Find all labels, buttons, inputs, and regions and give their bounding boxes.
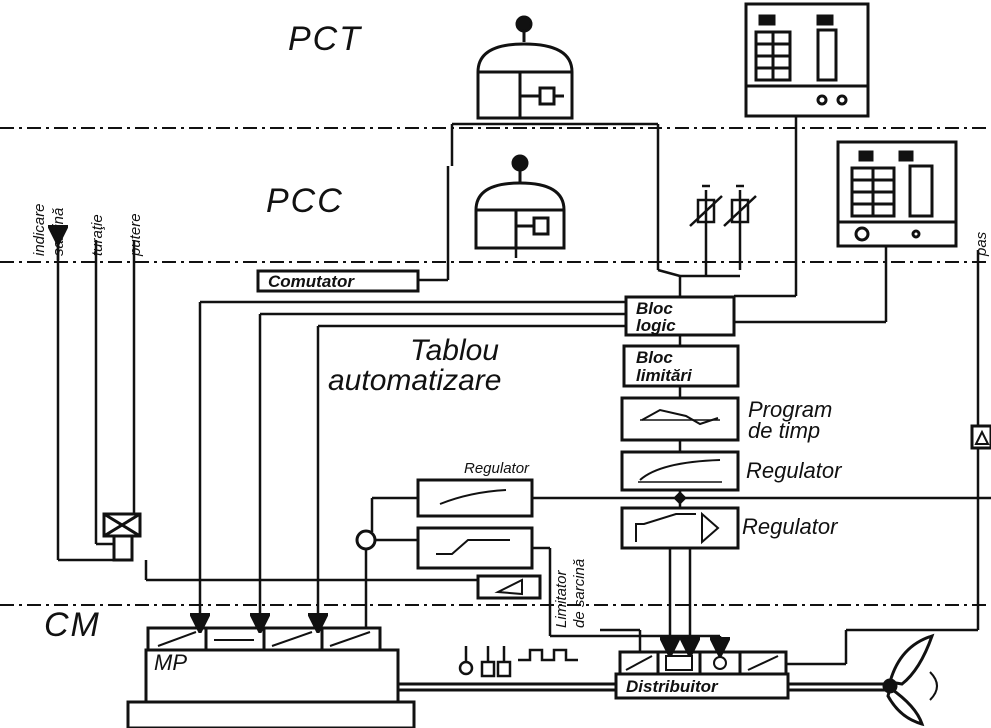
regulator-upper-label: Regulator — [464, 460, 530, 477]
label-putere: putere — [127, 213, 144, 257]
panel-title-line2: automatizare — [328, 364, 501, 397]
pas-indicator-icon — [974, 429, 990, 445]
program-label-line2: de timp — [748, 418, 820, 443]
signal-lines — [58, 116, 991, 692]
panel-title-line1: Tablou — [410, 334, 499, 367]
label-indicare: indicare — [31, 203, 48, 256]
mp-label: MP — [154, 650, 187, 675]
bloc-limitari-line1: Bloc — [636, 348, 673, 367]
limitator-label-line2: de sarcină — [571, 559, 588, 628]
label-turatie: turaţie — [89, 214, 106, 256]
comutator-label: Comutator — [268, 272, 355, 291]
program-de-timp-box — [620, 396, 740, 442]
label-sarcina: sarcină — [50, 208, 67, 256]
zone-label-pct: PCT — [288, 20, 362, 58]
bloc-limitari-line2: limitări — [636, 366, 693, 385]
regulator-2-label: Regulator — [742, 514, 839, 539]
zone-separators — [0, 127, 991, 606]
limitator-box — [476, 574, 542, 600]
pct-control-lever — [476, 15, 574, 120]
zone-label-pcc: PCC — [266, 182, 344, 220]
sensor-group — [458, 646, 578, 678]
distribuitor-label: Distribuitor — [626, 677, 719, 696]
pas-indicator-box — [970, 424, 991, 450]
propeller — [882, 633, 938, 727]
limitator-label-line1: Limitator — [553, 569, 570, 628]
regulator-lower-box — [416, 526, 534, 570]
potentiometers — [689, 184, 757, 270]
zone-label-cm: CM — [44, 606, 101, 644]
regulator-1-label: Regulator — [746, 458, 843, 483]
bloc-logic-line1: Bloc — [636, 299, 673, 318]
pcc-console — [836, 140, 958, 248]
regulator-upper-box — [416, 478, 534, 518]
actuator-left — [102, 512, 142, 562]
label-pas: pas — [973, 231, 990, 257]
pct-console — [744, 2, 870, 118]
bloc-logic-line2: logic — [636, 316, 676, 335]
regulator-2-box — [620, 506, 740, 550]
pcc-control-lever — [474, 154, 566, 250]
regulator-1-box — [620, 450, 740, 492]
program-label-line1: Program — [748, 397, 832, 422]
summing-junction — [355, 529, 377, 551]
mp-engine — [126, 626, 416, 728]
